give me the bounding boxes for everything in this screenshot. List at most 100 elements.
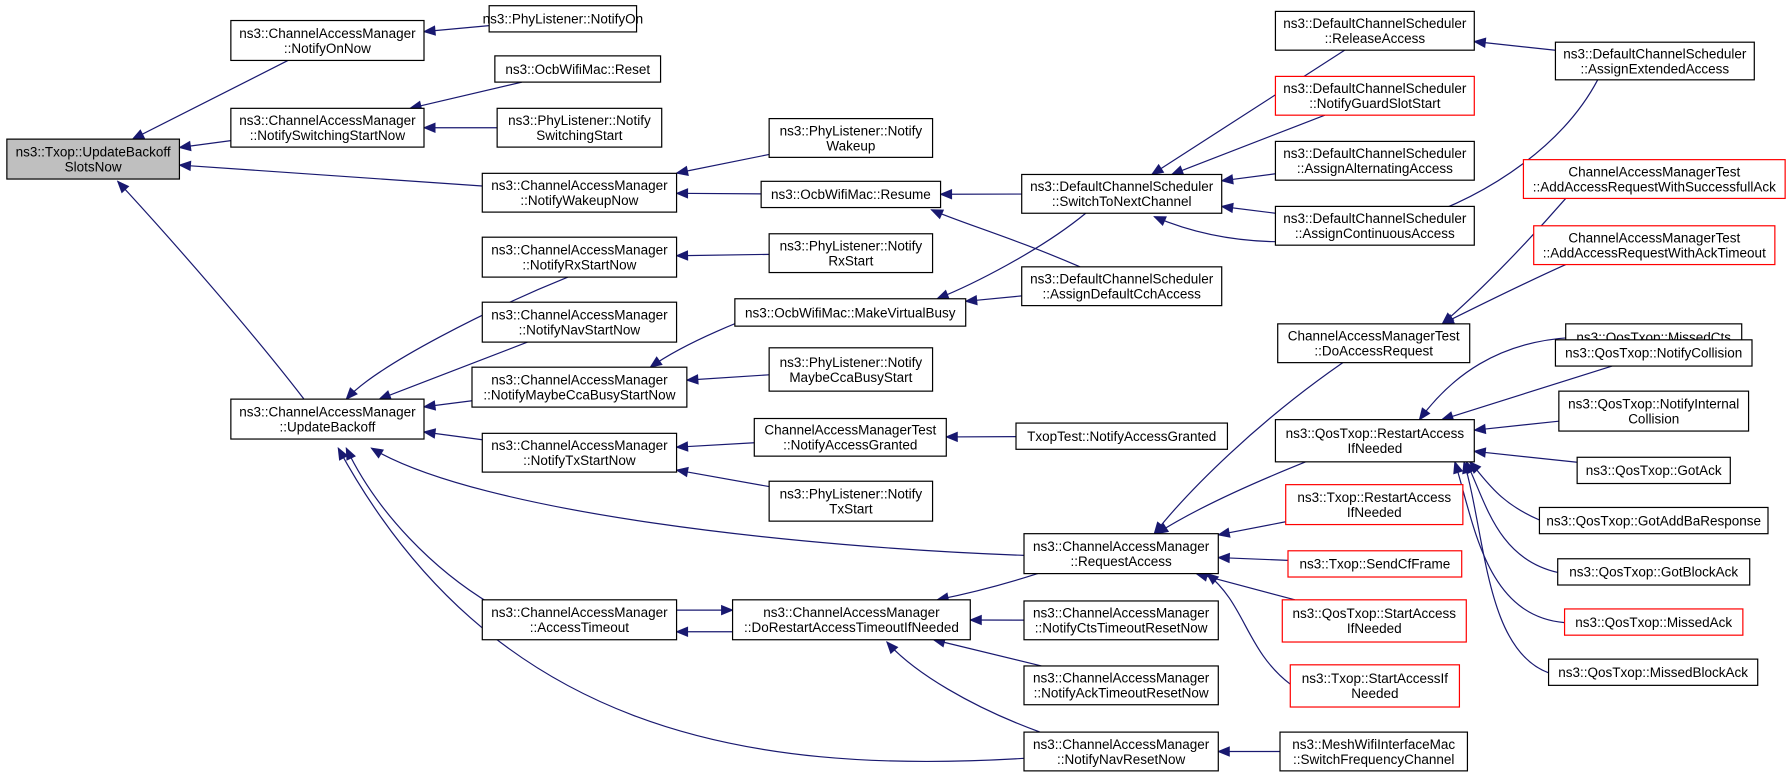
node-box[interactable] bbox=[1554, 339, 1753, 367]
node-releaseAccess[interactable]: ns3::DefaultChannelScheduler::ReleaseAcc… bbox=[1274, 10, 1475, 51]
node-box[interactable] bbox=[1558, 390, 1750, 432]
node-box[interactable] bbox=[1015, 422, 1229, 450]
node-box[interactable] bbox=[1281, 599, 1467, 643]
node-box[interactable] bbox=[481, 236, 678, 278]
node-box[interactable] bbox=[768, 117, 934, 158]
node-ocb_resume[interactable]: ns3::OcbWifiMac::Resume bbox=[760, 180, 942, 209]
node-box[interactable] bbox=[1279, 731, 1469, 772]
node-notifyGuard[interactable]: ns3::DefaultChannelScheduler::NotifyGuar… bbox=[1274, 75, 1475, 116]
node-box[interactable] bbox=[230, 398, 425, 440]
node-box[interactable] bbox=[753, 417, 947, 457]
node-box[interactable] bbox=[1563, 608, 1744, 636]
node-box[interactable] bbox=[494, 55, 662, 83]
node-box[interactable] bbox=[481, 599, 678, 641]
node-box[interactable] bbox=[1023, 600, 1219, 641]
node-ccaBusyNow[interactable]: ns3::ChannelAccessManager::NotifyMaybeCc… bbox=[471, 366, 688, 408]
node-assignExtended[interactable]: ns3::DefaultChannelScheduler::AssignExte… bbox=[1554, 41, 1755, 81]
node-box[interactable] bbox=[1274, 140, 1475, 181]
node-camTestTimeout[interactable]: ChannelAccessManagerTest::AddAccessReque… bbox=[1533, 225, 1776, 266]
node-txopTestGranted[interactable]: TxopTest::NotifyAccessGranted bbox=[1015, 422, 1229, 450]
node-pl_on[interactable]: ns3::PhyListener::NotifyOn bbox=[483, 5, 644, 33]
edge-arrowhead bbox=[1150, 163, 1165, 176]
node-box[interactable] bbox=[230, 19, 425, 62]
node-accessTimeout[interactable]: ns3::ChannelAccessManager::AccessTimeout bbox=[481, 599, 678, 641]
node-box[interactable] bbox=[768, 480, 934, 522]
node-ocb_reset[interactable]: ns3::OcbWifiMac::Reset bbox=[494, 55, 662, 83]
node-box[interactable] bbox=[1023, 533, 1219, 575]
node-updateBackoff[interactable]: ns3::ChannelAccessManager::UpdateBackoff bbox=[230, 398, 425, 440]
node-doRestart[interactable]: ns3::ChannelAccessManager::DoRestartAcce… bbox=[731, 599, 971, 641]
node-rxStartNow[interactable]: ns3::ChannelAccessManager::NotifyRxStart… bbox=[481, 236, 678, 278]
node-box[interactable] bbox=[481, 172, 678, 213]
node-onNow[interactable]: ns3::ChannelAccessManager::NotifyOnNow bbox=[230, 19, 425, 62]
node-txopCf[interactable]: ns3::Txop::SendCfFrame bbox=[1287, 550, 1463, 578]
node-box[interactable] bbox=[1547, 658, 1759, 686]
node-pl_cca[interactable]: ns3::PhyListener::NotifyMaybeCcaBusyStar… bbox=[768, 347, 934, 392]
node-meshSwitch[interactable]: ns3::MeshWifiInterfaceMac::SwitchFrequen… bbox=[1279, 731, 1469, 772]
node-switchStart[interactable]: ns3::ChannelAccessManager::NotifySwitchi… bbox=[230, 107, 425, 148]
node-box[interactable] bbox=[1557, 558, 1751, 586]
node-navStartNow[interactable]: ns3::ChannelAccessManager::NotifyNavStar… bbox=[481, 301, 678, 343]
node-box[interactable] bbox=[768, 233, 934, 274]
node-camTestGranted[interactable]: ChannelAccessManagerTest::NotifyAccessGr… bbox=[753, 417, 947, 457]
node-assignDefault[interactable]: ns3::DefaultChannelScheduler::AssignDefa… bbox=[1021, 266, 1223, 307]
node-box[interactable] bbox=[230, 107, 425, 148]
node-assignAlt[interactable]: ns3::DefaultChannelScheduler::AssignAlte… bbox=[1274, 140, 1475, 181]
node-box[interactable] bbox=[760, 180, 942, 209]
node-qosAddBa[interactable]: ns3::QosTxop::GotAddBaResponse bbox=[1538, 506, 1769, 535]
node-box[interactable] bbox=[1289, 664, 1461, 708]
node-pl_rx[interactable]: ns3::PhyListener::NotifyRxStart bbox=[768, 233, 934, 274]
node-box[interactable] bbox=[768, 347, 934, 392]
node-assignCont[interactable]: ns3::DefaultChannelScheduler::AssignCont… bbox=[1274, 205, 1475, 246]
node-txStartNow[interactable]: ns3::ChannelAccessManager::NotifyTxStart… bbox=[481, 432, 678, 473]
node-box[interactable] bbox=[481, 301, 678, 343]
node-box[interactable] bbox=[1023, 665, 1219, 706]
node-pl_switch[interactable]: ns3::PhyListener::NotifySwitchingStart bbox=[496, 107, 663, 148]
node-makeBusy[interactable]: ns3::OcbWifiMac::MakeVirtualBusy bbox=[734, 298, 967, 327]
node-switchNext[interactable]: ns3::DefaultChannelScheduler::SwitchToNe… bbox=[1021, 173, 1223, 214]
node-ctsReset[interactable]: ns3::ChannelAccessManager::NotifyCtsTime… bbox=[1023, 600, 1219, 641]
node-wakeupNow[interactable]: ns3::ChannelAccessManager::NotifyWakeupN… bbox=[481, 172, 678, 213]
node-ackReset[interactable]: ns3::ChannelAccessManager::NotifyAckTime… bbox=[1023, 665, 1219, 706]
node-qosMissedBlock[interactable]: ns3::QosTxop::MissedBlockAck bbox=[1547, 658, 1759, 686]
node-box[interactable] bbox=[1277, 323, 1471, 364]
node-camTestDo[interactable]: ChannelAccessManagerTest::DoAccessReques… bbox=[1277, 323, 1471, 364]
node-box[interactable] bbox=[1021, 266, 1223, 307]
node-box[interactable] bbox=[1021, 173, 1223, 214]
node-box[interactable] bbox=[1533, 225, 1776, 266]
edge-arrowhead bbox=[930, 209, 945, 220]
node-box[interactable] bbox=[496, 107, 663, 148]
node-qosGotAck[interactable]: ns3::QosTxop::GotAck bbox=[1576, 456, 1731, 485]
node-box[interactable] bbox=[1285, 484, 1464, 526]
node-box[interactable] bbox=[6, 138, 181, 180]
node-pl_wakeup[interactable]: ns3::PhyListener::NotifyWakeup bbox=[768, 117, 934, 158]
node-pl_tx[interactable]: ns3::PhyListener::NotifyTxStart bbox=[768, 480, 934, 522]
node-navReset[interactable]: ns3::ChannelAccessManager::NotifyNavRese… bbox=[1023, 731, 1219, 772]
node-box[interactable] bbox=[1576, 456, 1731, 485]
node-requestAccess[interactable]: ns3::ChannelAccessManager::RequestAccess bbox=[1023, 533, 1219, 575]
node-box[interactable] bbox=[1274, 10, 1475, 51]
node-box[interactable] bbox=[1274, 75, 1475, 116]
node-box[interactable] bbox=[481, 432, 678, 473]
node-box[interactable] bbox=[731, 599, 971, 641]
node-box[interactable] bbox=[1554, 41, 1755, 81]
node-box[interactable] bbox=[1274, 419, 1475, 463]
node-box[interactable] bbox=[471, 366, 688, 408]
node-camTestSuccess[interactable]: ChannelAccessManagerTest::AddAccessReque… bbox=[1522, 159, 1786, 200]
node-box[interactable] bbox=[1522, 159, 1786, 200]
node-box[interactable] bbox=[1538, 506, 1769, 535]
node-box[interactable] bbox=[1274, 205, 1475, 246]
node-box[interactable] bbox=[1023, 731, 1219, 772]
node-box[interactable] bbox=[488, 5, 638, 33]
node-qosBlockAck[interactable]: ns3::QosTxop::GotBlockAck bbox=[1557, 558, 1751, 586]
node-box[interactable] bbox=[1287, 550, 1463, 578]
node-box[interactable] bbox=[734, 298, 967, 327]
node-qosMissedAck[interactable]: ns3::QosTxop::MissedAck bbox=[1563, 608, 1744, 636]
node-qosCollision[interactable]: ns3::QosTxop::NotifyCollision bbox=[1554, 339, 1753, 367]
